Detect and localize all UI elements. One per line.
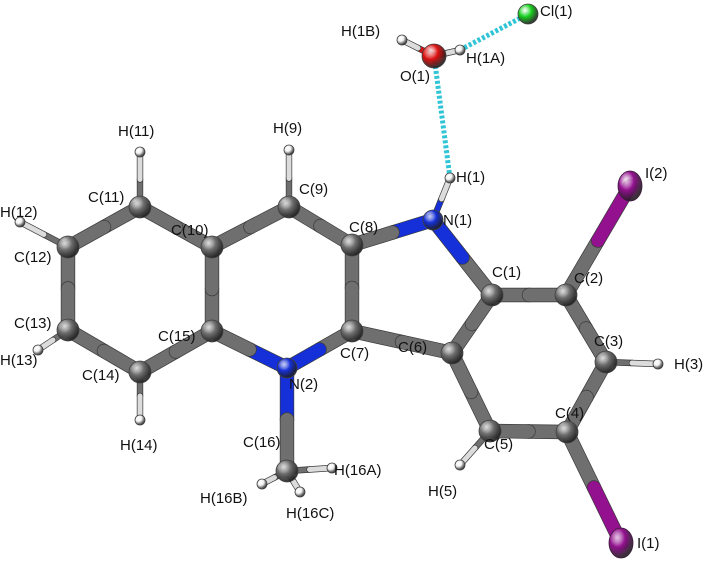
atom-h3 bbox=[652, 358, 664, 370]
hydrogen-bond-layer bbox=[431, 11, 530, 179]
atom-c13 bbox=[56, 318, 80, 342]
bond-c2-c3 bbox=[558, 287, 614, 370]
atom-label-c7: C(7) bbox=[340, 345, 369, 362]
atom-label-i1: I(1) bbox=[637, 535, 660, 552]
hydrogen-bond-h1-o1 bbox=[431, 55, 453, 179]
atom-label-c8: C(8) bbox=[349, 219, 378, 236]
atom-label-c3: C(3) bbox=[594, 333, 623, 350]
atom-label-c15: C(15) bbox=[158, 328, 196, 345]
atom-label-o1: O(1) bbox=[400, 68, 430, 85]
atom-label-layer: C(1) C(2) C(3) C(4) C(5) C(6) C(7) C(8) C(9) C(10… bbox=[0, 3, 703, 552]
atom-label-c5: C(5) bbox=[484, 436, 513, 453]
atom-n2 bbox=[276, 357, 298, 379]
atom-h16a bbox=[326, 462, 338, 474]
bond-c10-c9 bbox=[204, 199, 297, 255]
bond-c4-c5 bbox=[482, 423, 575, 440]
atom-label-c4: C(4) bbox=[555, 405, 584, 422]
bond-c4-i1 bbox=[559, 424, 629, 551]
atom-c14 bbox=[128, 360, 152, 384]
atom-label-h5: H(5) bbox=[428, 483, 457, 500]
atom-label-h3: H(3) bbox=[674, 356, 703, 373]
atom-label-h1a: H(1A) bbox=[466, 50, 505, 67]
atom-h1b bbox=[396, 34, 408, 46]
atom-label-c2: C(2) bbox=[574, 270, 603, 287]
atom-h13 bbox=[32, 344, 44, 356]
atom-c3 bbox=[594, 350, 618, 374]
atom-c1 bbox=[480, 283, 504, 307]
atom-h14 bbox=[134, 414, 146, 426]
atom-label-h14: H(14) bbox=[120, 437, 158, 454]
atom-label-h16c: H(16C) bbox=[286, 505, 334, 522]
atom-label-c10: C(10) bbox=[171, 222, 209, 239]
atom-h1a bbox=[454, 44, 466, 56]
atom-n1 bbox=[422, 209, 444, 231]
atom-label-h11: H(11) bbox=[118, 123, 154, 140]
atom-h5 bbox=[454, 459, 466, 471]
bond-c1-n1 bbox=[425, 212, 500, 303]
atom-label-c9: C(9) bbox=[299, 181, 328, 198]
atom-layer bbox=[14, 3, 664, 559]
atom-c7 bbox=[340, 319, 364, 343]
atom-c11 bbox=[128, 195, 152, 219]
atom-label-h9: H(9) bbox=[273, 120, 302, 137]
bond-c11-c12 bbox=[60, 199, 148, 255]
atom-i1 bbox=[608, 527, 634, 559]
atom-label-cl1: Cl(1) bbox=[540, 3, 573, 20]
atom-label-h16a: H(16A) bbox=[334, 462, 382, 479]
atom-cl1 bbox=[517, 3, 539, 25]
atom-c16 bbox=[275, 459, 299, 483]
atom-c15 bbox=[200, 319, 224, 343]
atom-label-c11: C(11) bbox=[88, 189, 124, 206]
atom-label-c14: C(14) bbox=[82, 367, 120, 384]
atom-i2 bbox=[617, 170, 643, 202]
atom-label-c13: C(13) bbox=[14, 315, 52, 332]
atom-label-h13: H(13) bbox=[0, 352, 38, 369]
atom-label-c12: C(12) bbox=[14, 249, 52, 266]
bond-c13-c14 bbox=[60, 322, 148, 380]
atom-h16b bbox=[256, 478, 268, 490]
atom-c4 bbox=[555, 420, 579, 444]
atom-label-n2: N(2) bbox=[289, 376, 318, 393]
atom-label-h1b: H(1B) bbox=[341, 23, 380, 40]
bond-c5-c6 bbox=[444, 345, 498, 439]
atom-c10 bbox=[200, 235, 224, 259]
atom-label-c6: C(6) bbox=[398, 339, 427, 356]
atom-c12 bbox=[56, 235, 80, 259]
atom-h12 bbox=[14, 216, 26, 228]
atom-label-h12: H(12) bbox=[0, 204, 38, 221]
atom-c6 bbox=[440, 341, 464, 365]
atom-label-h16b: H(16B) bbox=[200, 490, 248, 507]
bond-n2-c15 bbox=[204, 323, 295, 376]
atom-h9 bbox=[283, 144, 295, 156]
atom-label-c16: C(16) bbox=[243, 434, 281, 451]
atom-c8 bbox=[340, 233, 364, 257]
atom-label-c1: C(1) bbox=[492, 264, 521, 281]
atom-h1 bbox=[444, 172, 456, 184]
atom-c2 bbox=[554, 283, 578, 307]
atom-label-i2: I(2) bbox=[645, 165, 668, 182]
atom-h16c bbox=[294, 486, 306, 498]
atom-c5 bbox=[478, 419, 502, 443]
hydrogen-bond-h1a-cl1 bbox=[458, 11, 530, 53]
atom-label-n1: N(1) bbox=[443, 212, 472, 229]
atom-h11 bbox=[134, 146, 146, 158]
atom-label-h1: H(1) bbox=[456, 169, 485, 186]
atom-o1 bbox=[421, 43, 447, 69]
atom-c9 bbox=[277, 195, 301, 219]
